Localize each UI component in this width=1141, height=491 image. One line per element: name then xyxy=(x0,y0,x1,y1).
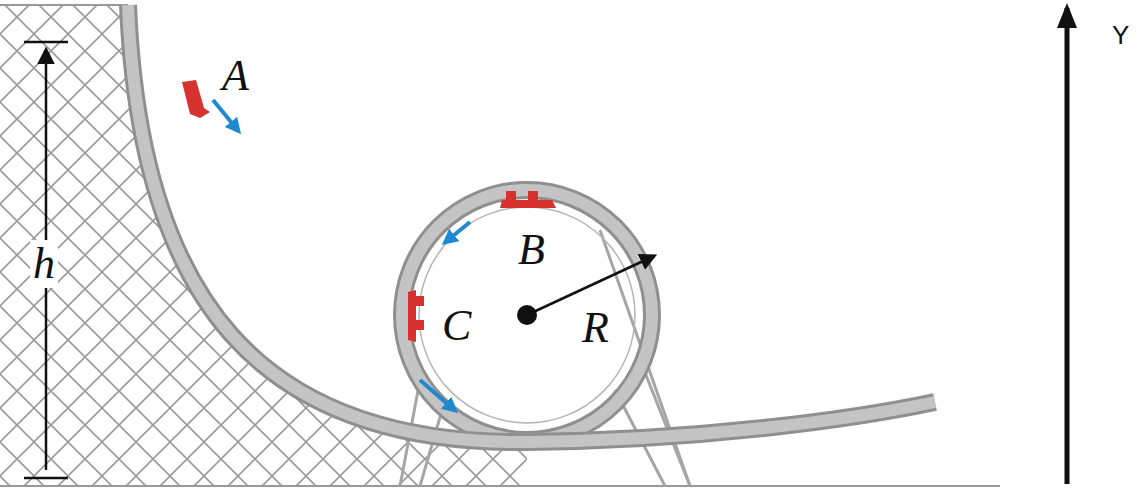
ground-line xyxy=(0,485,1000,487)
car-c xyxy=(408,290,424,342)
height-dimension xyxy=(24,42,68,478)
hill-track xyxy=(128,5,935,442)
point-label: B xyxy=(518,228,545,272)
hill-track-face xyxy=(128,5,935,442)
velocity-arrow xyxy=(213,100,470,408)
car-b xyxy=(500,191,556,208)
radius-label: R xyxy=(582,306,609,350)
platform-line xyxy=(0,4,128,6)
y-axis xyxy=(1065,8,1070,484)
height-label: h xyxy=(30,240,58,288)
point-label: C xyxy=(442,304,471,348)
point-label: A xyxy=(222,54,249,98)
car-a xyxy=(182,80,210,118)
axis-label: Y xyxy=(1112,22,1129,48)
